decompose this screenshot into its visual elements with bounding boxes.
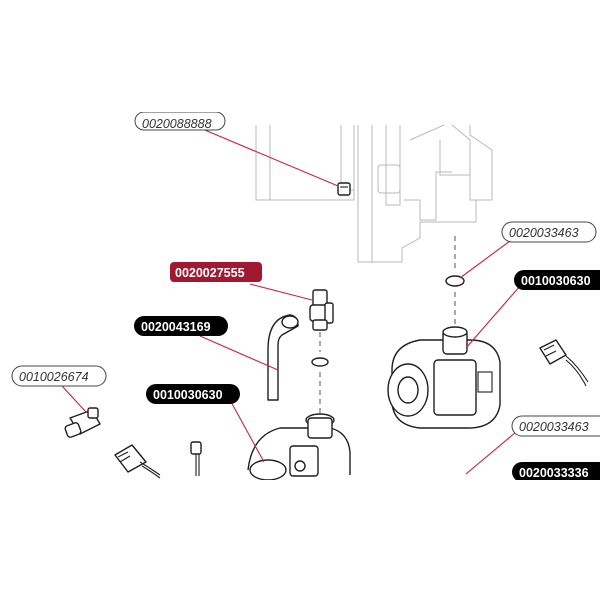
- ghost-housing: [255, 124, 493, 263]
- part-label-top-cut[interactable]: 0020088888: [134, 111, 226, 131]
- part-number-text: 0020033336: [519, 466, 589, 480]
- crop-mask-bottom: [0, 480, 600, 600]
- pump-icon: [247, 413, 351, 481]
- connector-plug-icon: [190, 441, 202, 476]
- o-ring-icon: [445, 275, 465, 287]
- part-label-pump-lower[interactable]: 0010030630: [146, 384, 240, 404]
- part-label-hose[interactable]: 0020043169: [134, 316, 228, 336]
- part-label-pump-right[interactable]: 0010030630: [514, 270, 600, 290]
- sensor-icon: [64, 407, 101, 438]
- leader-lines: [61, 127, 521, 475]
- crop-mask-top: [0, 0, 600, 112]
- part-number-text: 0020043169: [141, 320, 211, 334]
- connector-plug-icon: [539, 339, 589, 387]
- part-label-oring-lower[interactable]: 0020033463: [511, 415, 600, 437]
- connector-plug-icon: [114, 444, 161, 479]
- assembly-axes: [319, 236, 456, 415]
- hose-icon: [267, 314, 299, 401]
- part-number-text: 0020033463: [519, 420, 589, 434]
- o-ring-icon: [311, 357, 329, 367]
- part-number-text: 0010030630: [521, 274, 591, 288]
- part-label-highlight[interactable]: 0020027555: [170, 262, 262, 282]
- tee-fitting-icon: [309, 289, 334, 331]
- part-number-text: 0020033463: [509, 226, 579, 240]
- plug-screw-icon: [337, 182, 351, 196]
- part-number-text: 0020088888: [142, 117, 212, 131]
- part-number-text: 0020027555: [175, 266, 245, 280]
- part-number-text: 0010026674: [19, 370, 89, 384]
- part-label-oring-upper[interactable]: 0020033463: [501, 221, 597, 243]
- pump-icon: [387, 326, 501, 429]
- part-number-text: 0010030630: [153, 388, 223, 402]
- part-label-sensor[interactable]: 0010026674: [11, 365, 107, 387]
- part-label-cable-right[interactable]: 0020033336: [512, 462, 600, 482]
